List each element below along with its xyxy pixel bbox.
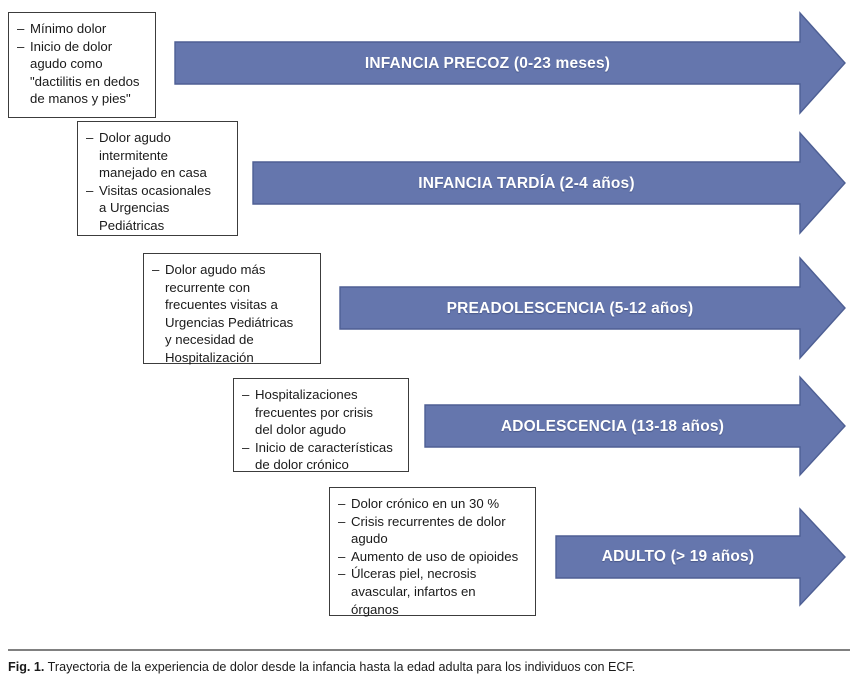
arrow-label-infancia-tardia: INFANCIA TARDÍA (2-4 años) [418, 175, 635, 192]
arrow-shape [339, 256, 846, 360]
note-item: Visitas ocasionales a Urgencias Pediátri… [86, 182, 228, 235]
caption-label: Fig. 1. [8, 660, 45, 674]
arrow-label-adolescencia: ADOLESCENCIA (13-18 años) [500, 418, 725, 435]
note-list: Hospitalizaciones frecuentes por crisis … [242, 386, 399, 474]
note-item: Dolor agudo intermitente manejado en cas… [86, 129, 228, 182]
arrow-infancia-precoz [174, 11, 846, 115]
arrow-preadolescencia [339, 256, 846, 360]
figure-caption: Fig. 1. Trayectoria de la experiencia de… [8, 660, 850, 674]
arrow-label-preadolescencia: PREADOLESCENCIA (5-12 años) [446, 300, 694, 317]
note-item: Inicio de características de dolor cróni… [242, 439, 399, 474]
arrow-adolescencia [424, 375, 846, 477]
arrow-adulto [555, 507, 846, 607]
arrow-label-infancia-precoz: INFANCIA PRECOZ (0-23 meses) [364, 55, 611, 72]
note-item: Inicio de dolor agudo como "dactilitis e… [17, 38, 146, 108]
note-item: Mínimo dolor [17, 20, 146, 38]
note-list: Dolor agudo intermitente manejado en cas… [86, 129, 228, 235]
arrow-shape [252, 131, 846, 235]
note-list: Mínimo dolor Inicio de dolor agudo como … [17, 20, 146, 108]
caption-text: Trayectoria de la experiencia de dolor d… [47, 660, 636, 674]
note-box-infancia-precoz: Mínimo dolor Inicio de dolor agudo como … [8, 12, 156, 118]
note-item: Crisis recurrentes de dolor agudo [338, 513, 526, 548]
arrow-shape [424, 375, 846, 477]
caption-divider [8, 649, 850, 651]
arrow-shape [174, 11, 846, 115]
note-list: Dolor crónico en un 30 % Crisis recurren… [338, 495, 526, 618]
note-list: Dolor agudo más recurrente con frecuente… [152, 261, 311, 367]
arrow-shape [555, 507, 846, 607]
arrow-infancia-tardia [252, 131, 846, 235]
note-item: Hospitalizaciones frecuentes por crisis … [242, 386, 399, 439]
note-box-adulto: Dolor crónico en un 30 % Crisis recurren… [329, 487, 536, 618]
note-item: Aumento de uso de opioides [338, 548, 526, 566]
note-item: Dolor agudo más recurrente con frecuente… [152, 261, 311, 367]
arrow-label-adulto: ADULTO (> 19 años) [601, 548, 755, 565]
note-item: Úlceras piel, necrosis avascular, infart… [338, 565, 526, 618]
note-item: Dolor crónico en un 30 % [338, 495, 526, 513]
note-box-adolescencia: Hospitalizaciones frecuentes por crisis … [233, 378, 409, 472]
note-box-preadolescencia: Dolor agudo más recurrente con frecuente… [143, 253, 321, 367]
note-box-infancia-tardia: Dolor agudo intermitente manejado en cas… [77, 121, 238, 236]
